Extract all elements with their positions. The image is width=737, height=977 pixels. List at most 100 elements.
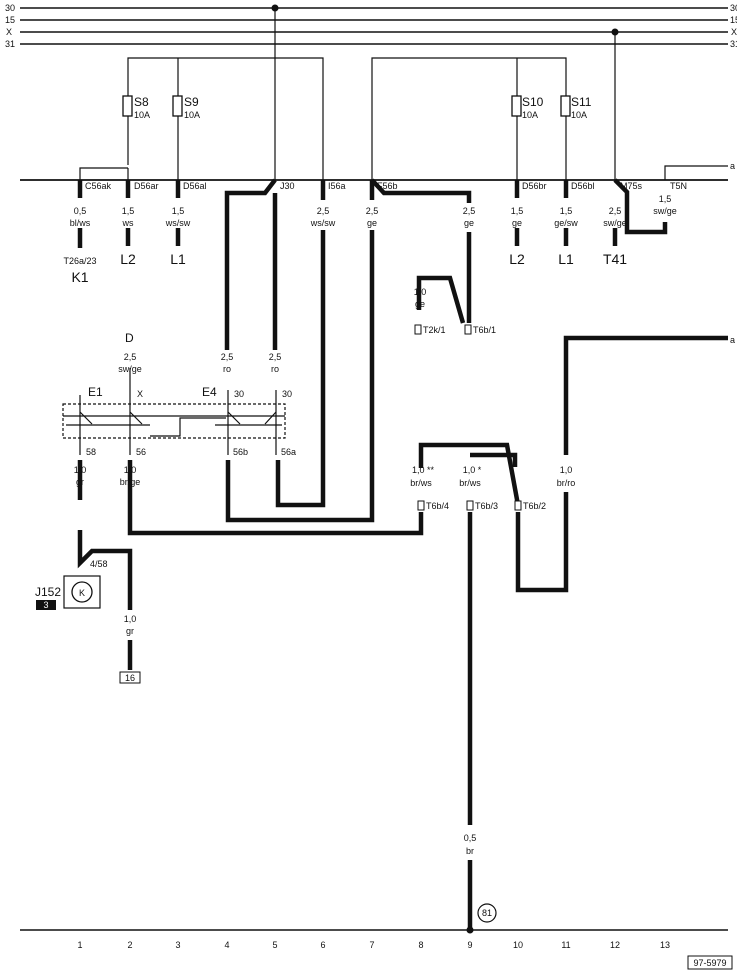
switch-e4-contact — [227, 411, 277, 425]
terminal-56: 56 — [136, 447, 146, 457]
wire-ro1-color: ro — [223, 364, 231, 374]
wire-gr-size: 1,0 — [124, 614, 137, 624]
terminal-56b: 56b — [233, 447, 248, 457]
wire-t2k-size: 1,0 — [414, 287, 427, 297]
wire-12-size: 2,5 — [609, 206, 622, 216]
bus-x-left-label: X — [6, 27, 12, 37]
connector-j30: J30 — [280, 181, 295, 191]
dest-t2k1: T2k/1 — [423, 325, 446, 335]
relay-box — [36, 600, 56, 610]
wire-br-color: br — [466, 846, 474, 856]
ground-junction-dot — [466, 926, 474, 934]
connector-m75s: M75s — [620, 181, 643, 191]
dest-l2a: L2 — [120, 251, 136, 267]
wire-7-color: ge — [367, 218, 377, 228]
terminal-56a: 56a — [281, 447, 296, 457]
wire-t2k-color: ge — [415, 299, 425, 309]
connector-labels: C56ak D56ar D56al J30 I56a F56b D56br D5… — [85, 161, 735, 345]
bus-15-right-label: 15 — [730, 15, 737, 25]
dest-l1b: L1 — [558, 251, 574, 267]
fuse-s11-rating: 10A — [571, 110, 587, 120]
side-marker-mid: a — [730, 335, 735, 345]
terminal-t2k1-marker — [414, 324, 422, 335]
wire-2-color: ws — [122, 218, 134, 228]
fuse-s10-rating: 10A — [522, 110, 538, 120]
terminal-t6b1-marker — [464, 324, 472, 335]
dest-l2b: L2 — [509, 251, 525, 267]
relay-j152: K J152 3 4/58 — [35, 559, 108, 610]
connector-t75n: T5N — [670, 181, 687, 191]
thin-feed-lines — [79, 8, 728, 395]
relay-pin: 4/58 — [90, 559, 108, 569]
relay-k-circle — [71, 581, 93, 603]
ground-81-circle — [477, 903, 497, 923]
wire-12-color: sw/ge — [603, 218, 627, 228]
wire-3-color: ws/sw — [165, 218, 191, 228]
fuse-s8-rating: 10A — [134, 110, 150, 120]
wire-13-size: 1,5 — [659, 194, 672, 204]
wire-56-size: 1,0 — [124, 465, 137, 475]
feed-s10-s11 — [371, 57, 567, 180]
switch-d-label: D — [125, 331, 134, 345]
wire-brws-loop — [418, 442, 521, 506]
dest-k1: K1 — [71, 269, 88, 285]
dest-l1a: L1 — [170, 251, 186, 267]
bus-30-right-label: 30 — [730, 3, 737, 13]
wire-d-color: sw/ge — [118, 364, 142, 374]
connector-d56br: D56br — [522, 181, 547, 191]
terminal-58: 58 — [86, 447, 96, 457]
column-3: 3 — [175, 940, 180, 950]
wire-f56b-ge — [370, 178, 472, 203]
switch-block-outline — [62, 403, 286, 439]
feed-c56ak — [79, 167, 128, 180]
wire-3-size: 1,5 — [172, 206, 185, 216]
figure-id-box — [687, 955, 733, 970]
bus-31-right-label: 31 — [730, 39, 737, 49]
wire-8-size: 2,5 — [463, 206, 476, 216]
wire-7-size: 2,5 — [366, 206, 379, 216]
terminal-t6b2-marker — [514, 500, 522, 511]
wire-brws1-size: 1,0 ** — [412, 465, 435, 475]
wire-brws2-color: br/ws — [459, 478, 481, 488]
dest-t26a: T26a/23 — [63, 256, 96, 266]
bus-labels: 30 15 X 31 30 15 X 31 — [5, 3, 737, 49]
wire-13-color: sw/ge — [653, 206, 677, 216]
column-numbers: 1 2 3 4 5 6 7 8 9 10 11 12 13 — [77, 940, 670, 950]
dest-t6b4: T6b/4 — [426, 501, 449, 511]
terminal-30b: 30 — [282, 389, 292, 399]
column-5: 5 — [272, 940, 277, 950]
fuse-s9 — [172, 95, 183, 117]
dest-t6b2: T6b/2 — [523, 501, 546, 511]
fuse-s9-rating: 10A — [184, 110, 200, 120]
fuse-s8-name: S8 — [134, 95, 149, 109]
wire-f56b-down — [225, 230, 375, 523]
switch-block — [62, 390, 286, 455]
fuse-s10 — [511, 95, 522, 117]
column-13: 13 — [660, 940, 670, 950]
bus-15-left-label: 15 — [5, 15, 15, 25]
wire-i56a-down — [275, 230, 326, 508]
fuse-s8 — [122, 95, 133, 117]
wire-d-size: 2,5 — [124, 352, 137, 362]
wire-m75s-loop — [613, 178, 668, 235]
wire-gr-58 — [77, 460, 133, 610]
wire-j30-to-e4 — [224, 178, 277, 350]
wire-8-color: ge — [464, 218, 474, 228]
wire-gr-color: gr — [126, 626, 134, 636]
bus-x-right-label: X — [731, 27, 737, 37]
switch-x-label: X — [137, 389, 143, 399]
feed-s8-s9 — [127, 57, 324, 180]
wire-ro1-size: 2,5 — [221, 352, 234, 362]
switch-e4-label: E4 — [202, 385, 217, 399]
terminal-t6b4-marker — [417, 500, 425, 511]
column-7: 7 — [369, 940, 374, 950]
thick-wires — [77, 178, 728, 930]
column-2: 2 — [127, 940, 132, 950]
dest-t6b1: T6b/1 — [473, 325, 496, 335]
wire-58-color: gr — [76, 477, 84, 487]
wire-1-size: 0,5 — [74, 206, 87, 216]
wire-1-color: bl/ws — [70, 218, 91, 228]
fuse-s11 — [560, 95, 571, 117]
column-12: 12 — [610, 940, 620, 950]
fuse-s9-name: S9 — [184, 95, 199, 109]
